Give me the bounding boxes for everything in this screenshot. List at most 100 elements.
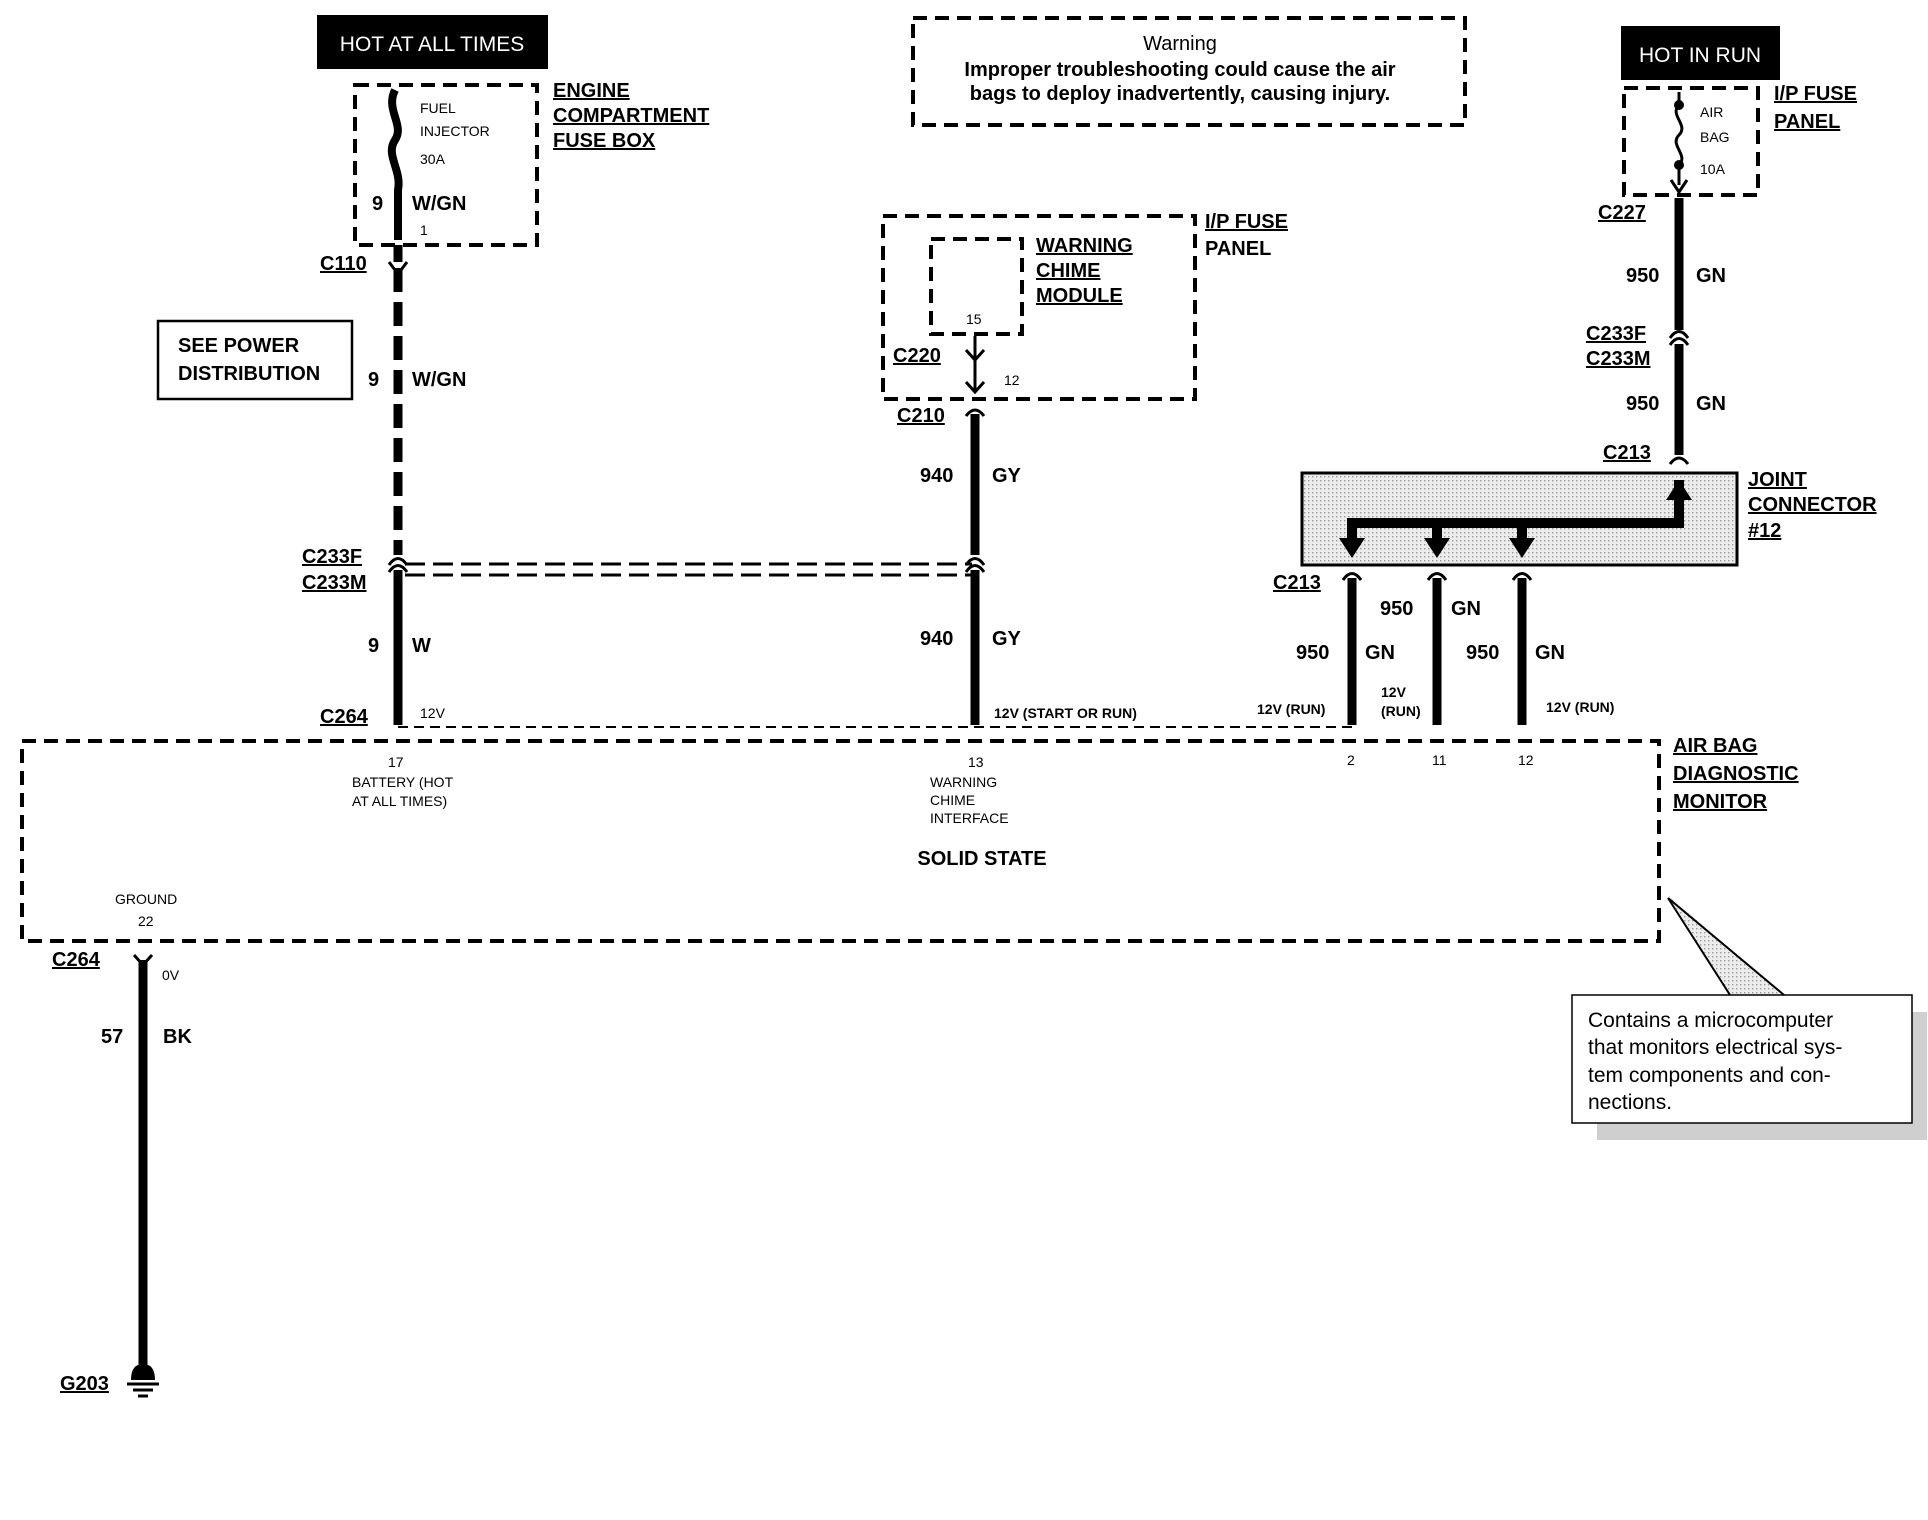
left-c264-label: C264	[320, 706, 369, 728]
ground-symbol-icon	[127, 1364, 159, 1398]
ip-fuse-panel-chime: 15 WARNING CHIME MODULE I/P FUSE PANEL C…	[881, 211, 1288, 401]
branch-3-voltage: 12V (RUN)	[1546, 699, 1614, 715]
c220-label: C220	[893, 345, 941, 367]
fuse-color: W/GN	[412, 193, 466, 215]
left-voltage: 12V	[420, 705, 446, 721]
ground-wire-57: C264 0V 57 BK G203	[52, 949, 192, 1398]
left-c233m-label: C233M	[302, 572, 366, 594]
mid-upper-color: GY	[992, 465, 1022, 487]
right-upper-color: GN	[1696, 265, 1726, 287]
fuse-line-1: FUEL	[420, 100, 456, 116]
ground-label: GROUND	[115, 891, 177, 907]
see-power-line-2: DISTRIBUTION	[178, 363, 320, 385]
right-c233m-label: C233M	[1586, 348, 1650, 370]
branch-3-circuit: 950	[1466, 642, 1499, 664]
joint-connector-12: JOINT CONNECTOR #12	[1300, 469, 1877, 567]
branch-3-color: GN	[1535, 642, 1565, 664]
fuse-circuit: 9	[372, 193, 383, 215]
ground-pin: 22	[138, 913, 154, 929]
c210-label: C210	[897, 405, 945, 427]
hot-in-run-tag: HOT IN RUN	[1621, 26, 1780, 80]
solid-state-label: SOLID STATE	[917, 848, 1046, 870]
hot-at-all-times-text: HOT AT ALL TIMES	[340, 33, 524, 56]
see-power-distribution-box: SEE POWER DISTRIBUTION	[156, 319, 354, 401]
monitor-label-1: AIR BAG	[1673, 735, 1757, 757]
see-power-line-1: SEE POWER	[178, 335, 300, 357]
ground-circuit: 57	[101, 1026, 123, 1048]
warning-title: Warning	[1143, 33, 1217, 55]
engine-fuse-label-2: COMPARTMENT	[553, 105, 709, 127]
fuse-pin: 1	[420, 222, 428, 238]
ground-voltage: 0V	[162, 967, 180, 983]
pin-12: 12	[1518, 752, 1534, 768]
joint-label-3: #12	[1748, 520, 1781, 542]
warning-line-2: bags to deploy inadvertently, causing in…	[970, 83, 1390, 105]
joint-label-2: CONNECTOR	[1748, 494, 1877, 516]
right-c233f-label: C233F	[1586, 323, 1646, 345]
c110-label: C110	[320, 253, 367, 275]
pin-17-desc-2: AT ALL TIMES)	[352, 793, 447, 809]
warning-line-1: Improper troubleshooting could cause the…	[964, 59, 1395, 81]
fuel-injector-fuse-icon	[387, 88, 403, 240]
left-wire-9: C110 9 W/GN C233F C233M 9 W C264 12V	[302, 245, 466, 728]
ip-panel-label-2: PANEL	[1205, 238, 1271, 260]
branch-2-circuit: 950	[1380, 598, 1413, 620]
chime-label-3: MODULE	[1036, 285, 1123, 307]
fuse-line-2: INJECTOR	[420, 123, 490, 139]
right-upper-circuit: 950	[1626, 265, 1659, 287]
air-bag-diagnostic-monitor: 17 BATTERY (HOT AT ALL TIMES) 13 WARNING…	[20, 735, 1799, 943]
branch-2-voltage-2: (RUN)	[1381, 703, 1421, 719]
left-mid-circuit: 9	[368, 369, 379, 391]
monitor-label-2: DIAGNOSTIC	[1673, 763, 1799, 785]
joint-label-1: JOINT	[1748, 469, 1807, 491]
callout-line-4: nections.	[1588, 1091, 1672, 1114]
branch-1-color: GN	[1365, 642, 1395, 664]
engine-fuse-label-1: ENGINE	[553, 80, 630, 102]
left-low-color: W	[412, 635, 431, 657]
right-mid-color: GN	[1696, 393, 1726, 415]
callout-line-3: tem components and con-	[1588, 1064, 1831, 1087]
branch-2-voltage-1: 12V	[1381, 684, 1407, 700]
airbag-fuse-line-3: 10A	[1700, 161, 1726, 177]
engine-fuse-label-3: FUSE BOX	[553, 130, 656, 152]
left-low-circuit: 9	[368, 635, 379, 657]
pin-13-desc-2: CHIME	[930, 792, 975, 808]
mid-lower-circuit: 940	[920, 628, 953, 650]
bottom-c264-label: C264	[52, 949, 101, 971]
right-mid-circuit: 950	[1626, 393, 1659, 415]
mid-lower-color: GY	[992, 628, 1022, 650]
g203-label: G203	[60, 1373, 109, 1395]
pin-11: 11	[1432, 752, 1447, 768]
pin-2: 2	[1347, 752, 1355, 768]
mid-voltage: 12V (START OR RUN)	[994, 705, 1137, 721]
airbag-fuse-line-1: AIR	[1700, 104, 1723, 120]
chime-label-1: WARNING	[1036, 235, 1133, 257]
pin-13: 13	[968, 754, 984, 770]
branch-wires: C213 950 GN 950 GN 950 GN 12V (RUN) 12V …	[1257, 572, 1614, 725]
c227-label: C227	[1598, 202, 1646, 224]
airbag-fuse-icon	[1674, 92, 1684, 185]
ip-fuse-panel-airbag: AIR BAG 10A I/P FUSE PANEL	[1622, 83, 1857, 197]
c220-pin: 12	[1004, 372, 1020, 388]
hot-in-run-text: HOT IN RUN	[1639, 44, 1761, 67]
c213-top-label: C213	[1603, 442, 1651, 464]
ip-right-label-2: PANEL	[1774, 111, 1840, 133]
callout-line-2: that monitors electrical sys-	[1588, 1036, 1842, 1059]
branch-2-color: GN	[1451, 598, 1481, 620]
callout-line-1: Contains a microcomputer	[1588, 1009, 1833, 1032]
warning-box: Warning Improper troubleshooting could c…	[911, 16, 1467, 127]
chime-pin-15: 15	[966, 311, 982, 327]
microcomputer-callout: Contains a microcomputer that monitors e…	[1571, 895, 1927, 1140]
left-mid-color: W/GN	[412, 369, 466, 391]
pin-13-desc-3: INTERFACE	[930, 810, 1009, 826]
branch-1-circuit: 950	[1296, 642, 1329, 664]
middle-wire-940: C210 940 GY 940 GY 12V (START OR RUN)	[897, 405, 1137, 725]
ip-right-label-1: I/P FUSE	[1774, 83, 1857, 105]
c213-bottom-label: C213	[1273, 572, 1321, 594]
pin-13-desc-1: WARNING	[930, 774, 997, 790]
airbag-fuse-line-2: BAG	[1700, 129, 1730, 145]
branch-1-voltage: 12V (RUN)	[1257, 701, 1325, 717]
ip-panel-label-1: I/P FUSE	[1205, 211, 1288, 233]
ground-color: BK	[163, 1026, 192, 1048]
